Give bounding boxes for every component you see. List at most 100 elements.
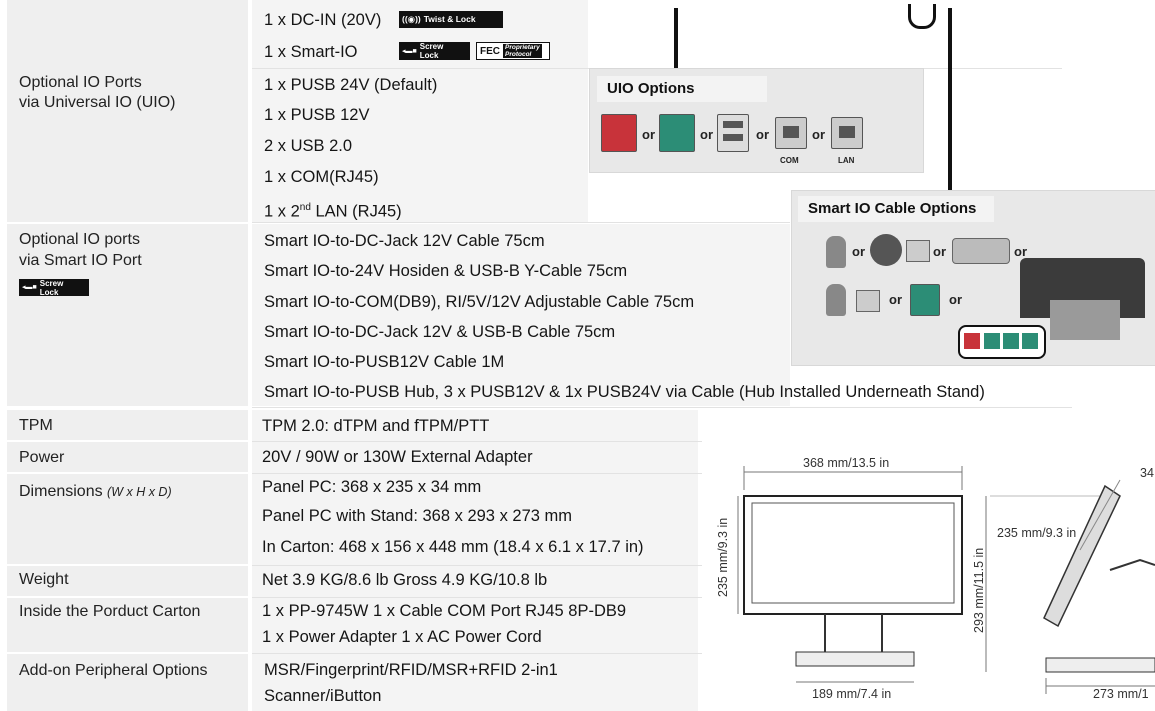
or-text: or [889, 292, 902, 307]
divider [252, 473, 702, 474]
uio-label-cell: Optional IO Ports via Universal IO (UIO) [7, 0, 248, 222]
twist-lock-badge: ((◉)) Twist & Lock [399, 11, 503, 28]
uio-item-smartio: 1 x Smart-IO [264, 43, 358, 61]
weight-value: Net 3.9 KG/8.6 lb Gross 4.9 KG/10.8 lb [262, 571, 548, 589]
or-text: or [852, 244, 865, 259]
uio-item-pusb24: 1 x PUSB 24V (Default) [264, 76, 438, 94]
fec-sub2: Protocol [505, 51, 532, 58]
screw-badge-text: Screw [39, 278, 64, 288]
lan-port-icon [831, 117, 863, 149]
stand-body [1050, 300, 1120, 340]
smart-item-hub: Smart IO-to-PUSB Hub, 3 x PUSB12V & 1x P… [264, 383, 985, 401]
total-height-label: 293 mm/11.5 in [972, 547, 986, 633]
fec-sub1: Proprietary [505, 44, 540, 51]
or-text: or [642, 127, 655, 142]
tpm-label-cell: TPM [7, 410, 248, 440]
pusb-green-port-icon [659, 114, 695, 152]
uio-values-band [252, 0, 588, 222]
smart-values-band [252, 224, 790, 406]
cable-icon: ◂▬■ [402, 47, 417, 55]
divider [252, 222, 790, 223]
tpm-value: TPM 2.0: dTPM and fTPM/PTT [262, 417, 490, 435]
smart-label-line1: Optional IO ports [19, 231, 140, 248]
or-text: or [1014, 244, 1027, 259]
lan-caption: LAN [838, 156, 855, 165]
divider [252, 565, 702, 566]
usb-b-icon [856, 290, 880, 312]
partial-dim-label: 34 [1140, 466, 1154, 480]
smart-item-dcjack-usbb: Smart IO-to-DC-Jack 12V & USB-B Cable 75… [264, 323, 616, 341]
base-dim-label: 189 mm/7.4 in [812, 687, 892, 701]
usb-b-icon [906, 240, 930, 262]
spec-values-band [252, 410, 698, 711]
lock-badge-text: Lock [419, 51, 439, 60]
connector-line [674, 8, 678, 68]
power-label-cell: Power [7, 442, 248, 472]
dim-value-carton: In Carton: 468 x 156 x 448 mm (18.4 x 6.… [262, 538, 644, 556]
db9-connector-icon [952, 238, 1010, 264]
smart-io-options-title: Smart IO Cable Options [798, 196, 994, 222]
lan-suffix: LAN (RJ45) [310, 202, 402, 221]
dim-label: Dimensions (W x H x D) [19, 481, 172, 503]
smart-label-cell: Optional IO ports via Smart IO Port ◂▬■ … [7, 224, 248, 406]
usb-port-icon [717, 114, 749, 152]
u-shape-icon [908, 4, 936, 29]
cable-icon: ◂▬■ [22, 284, 37, 291]
uio-item-dcin: 1 x DC-IN (20V) [264, 11, 382, 29]
addon-value-1: MSR/Fingerprint/RFID/MSR+RFID 2-in1 [264, 661, 558, 679]
divider [252, 407, 1072, 408]
dc-jack-icon [826, 284, 846, 316]
depth-dim-label: 273 mm/1 [1093, 687, 1149, 701]
fec-badge-text: FEC [480, 45, 500, 57]
pusb-red-port-icon [601, 114, 637, 152]
smart-label-line2: via Smart IO Port [19, 252, 142, 269]
or-text: or [933, 244, 946, 259]
dim-label-text: Dimensions [19, 483, 103, 500]
smart-item-hosiden: Smart IO-to-24V Hosiden & USB-B Y-Cable … [264, 262, 628, 280]
dim-value-panel: Panel PC: 368 x 235 x 34 mm [262, 478, 482, 496]
power-value: 20V / 90W or 130W External Adapter [262, 448, 533, 466]
carton-value-1: 1 x PP-9745W 1 x Cable COM Port RJ45 8P-… [262, 602, 627, 620]
screw-badge-text: Screw [419, 42, 444, 51]
twist-lock-icon: ((◉)) [402, 14, 421, 24]
addon-label-cell: Add-on Peripheral Options [7, 654, 248, 711]
or-text: or [812, 127, 825, 142]
lock-badge-text: Lock [39, 287, 59, 297]
smart-item-com: Smart IO-to-COM(DB9), RI/5V/12V Adjustab… [264, 293, 695, 311]
power-label: Power [19, 449, 65, 466]
screw-lock-badge: ◂▬■ Screw Lock [19, 278, 89, 297]
width-dim-label: 368 mm/13.5 in [803, 456, 890, 470]
uio-options-title: UIO Options [597, 76, 767, 102]
carton-label: Inside the Porduct Carton [19, 603, 201, 620]
carton-value-2: 1 x Power Adapter 1 x AC Power Cord [262, 628, 542, 646]
lan-prefix: 1 x 2 [264, 202, 300, 221]
tpm-label: TPM [19, 417, 53, 434]
connector-line [948, 8, 952, 190]
lan-sup: nd [299, 202, 311, 213]
screw-lock-badge: ◂▬■ Screw Lock [399, 42, 470, 60]
smart-item-pusb12: Smart IO-to-PUSB12V Cable 1M [264, 353, 505, 371]
weight-label: Weight [19, 571, 69, 588]
or-text: or [949, 292, 962, 307]
dim-label-cell: Dimensions (W x H x D) [7, 474, 248, 564]
divider [252, 597, 702, 598]
or-text: or [756, 127, 769, 142]
pusb-green-port-icon [910, 284, 940, 316]
front-height-label: 235 mm/9.3 in [716, 517, 730, 597]
dimension-drawing [737, 466, 1155, 694]
divider [252, 441, 702, 442]
uio-item-usb: 2 x USB 2.0 [264, 137, 353, 155]
uio-label-line1: Optional IO Ports [19, 74, 142, 91]
twist-lock-text: Twist & Lock [423, 14, 476, 24]
addon-value-2: Scanner/iButton [264, 687, 382, 705]
carton-label-cell: Inside the Porduct Carton [7, 598, 248, 652]
dc-jack-icon [826, 236, 846, 268]
side-height-label: 235 mm/9.3 in [997, 526, 1077, 540]
addon-label: Add-on Peripheral Options [19, 662, 208, 679]
uio-item-pusb12: 1 x PUSB 12V [264, 106, 370, 124]
weight-label-cell: Weight [7, 566, 248, 596]
hosiden-connector-icon [870, 234, 902, 266]
pusb-hub-icon [958, 325, 1046, 359]
or-text: or [700, 127, 713, 142]
smart-item-dcjack: Smart IO-to-DC-Jack 12V Cable 75cm [264, 232, 545, 250]
